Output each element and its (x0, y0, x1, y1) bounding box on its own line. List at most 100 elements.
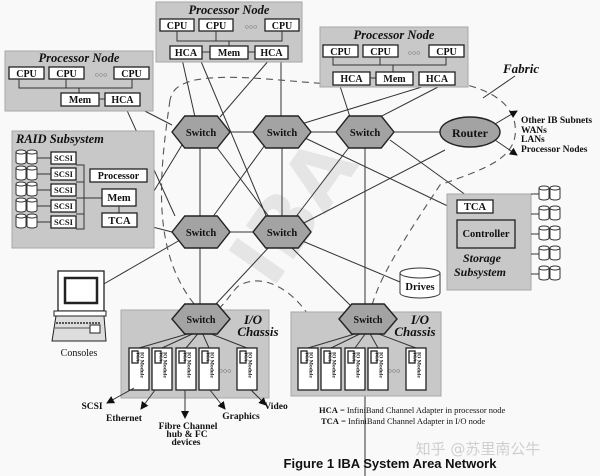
router[interactable]: Router (439, 116, 501, 148)
switch-label: Switch (267, 128, 297, 139)
module-label: IO Module (162, 352, 168, 378)
drives-label: Drives (405, 282, 434, 293)
scsi-box[interactable]: SCSI (50, 167, 77, 181)
io-output-fibre-channel: hub & FC (166, 430, 207, 440)
module-label: IO Module (209, 352, 215, 378)
scsi-box[interactable]: SCSI (50, 183, 77, 197)
legend: HCA = InfiniBand Channel Adapter in proc… (319, 405, 506, 426)
scsi-label: SCSI (54, 153, 74, 163)
watermark: IBA (212, 122, 376, 300)
drives[interactable]: Drives (399, 267, 441, 299)
cpu-ellipsis: ○○○ (408, 49, 421, 57)
io-switch[interactable]: Switch (338, 303, 398, 335)
switch-hexagon (252, 115, 312, 149)
storage-subsystem[interactable]: TCA Controller Storage Subsystem (446, 185, 561, 291)
switch-node[interactable]: Switch (252, 215, 312, 249)
raid-tca-box[interactable] (101, 212, 138, 228)
processor-node-left[interactable]: Processor Node CPU CPU ○○○ CPU Mem HCA (4, 50, 154, 112)
storage-tca-box[interactable] (456, 199, 494, 214)
figure-caption: Figure 1 IBA System Area Network (284, 456, 498, 471)
io-switch[interactable]: Switch (171, 303, 231, 335)
processor-node-title: Processor Node (354, 28, 435, 42)
switch-node[interactable]: Switch (171, 215, 231, 249)
credit-watermark: 知乎 @苏里南公牛 (416, 440, 541, 458)
io-chassis-title: I/O (243, 312, 263, 327)
mem-box[interactable] (375, 71, 414, 86)
module-tca-label: TCA (183, 352, 188, 362)
cpu-box[interactable] (8, 66, 45, 80)
scsi-label: SCSI (54, 217, 74, 227)
storage-title: Subsystem (454, 265, 506, 279)
mem-label: Mem (218, 48, 241, 59)
router-label: Router (452, 126, 489, 140)
scsi-box[interactable]: SCSI (50, 215, 77, 229)
io-output-fibre-channel: devices (171, 438, 200, 448)
consoles-label: Consoles (61, 348, 98, 359)
controller-label: Controller (462, 229, 509, 240)
module-ellipsis: ○○○ (388, 367, 401, 375)
hca-box[interactable] (254, 45, 289, 60)
raid-tca-label: TCA (108, 216, 131, 227)
router-target: LANs (521, 135, 545, 145)
io-chassis-title: Chassis (237, 324, 278, 339)
cpu-label: CPU (330, 47, 351, 58)
processor-node-right[interactable]: Processor Node CPU CPU ○○○ CPU HCA Mem H… (319, 26, 469, 88)
module-label: IO Module (355, 352, 361, 378)
io-module[interactable]: TCA IO Module (297, 329, 369, 391)
io-chassis-title: I/O (410, 312, 430, 327)
module-tca-label: TCA (413, 352, 418, 362)
module-label: IO Module (247, 352, 253, 378)
cpu-label: CPU (167, 21, 188, 32)
hca-label: HCA (111, 95, 134, 106)
module-tca-label: TCA (159, 352, 164, 362)
storage-disk-array (531, 185, 561, 281)
switch-node[interactable]: Switch (171, 115, 231, 149)
io-output-video: Video (264, 402, 288, 412)
raid-processor-box[interactable] (89, 168, 148, 183)
processor-node-title: Processor Node (189, 3, 270, 17)
switch-node[interactable]: Switch (335, 115, 395, 149)
switch-label: Switch (186, 128, 216, 139)
io-output-graphics: Graphics (222, 412, 260, 422)
cpu-box[interactable] (322, 44, 359, 58)
fabric-label: Fabric (502, 61, 539, 76)
scsi-box[interactable]: SCSI (50, 151, 77, 165)
switch-hexagon (335, 115, 395, 149)
router-target: WANs (521, 126, 547, 136)
controller-box[interactable] (456, 219, 516, 249)
cpu-label: CPU (272, 21, 293, 32)
module-tca-label: TCA (305, 352, 310, 362)
cpu-label: CPU (206, 21, 227, 32)
module-tca-label: TCA (375, 352, 380, 362)
switch-label: Switch (354, 315, 383, 326)
scsi-label: SCSI (54, 201, 74, 211)
module-label: IO Module (331, 352, 337, 378)
hca-box[interactable] (104, 92, 141, 107)
storage-title: Storage (463, 251, 502, 265)
hca-box[interactable] (418, 71, 456, 86)
switch-node[interactable]: Switch (252, 115, 312, 149)
processor-node-top[interactable]: Processor Node CPU CPU ○○○ CPU HCA Mem H… (155, 1, 303, 63)
cpu-label: CPU (121, 69, 142, 80)
console-terminal[interactable] (51, 270, 107, 342)
module-ellipsis: ○○○ (219, 367, 232, 375)
scsi-label: SCSI (54, 185, 74, 195)
io-output-ethernet: Ethernet (106, 414, 143, 424)
cpu-label: CPU (56, 69, 77, 80)
scsi-label: SCSI (54, 169, 74, 179)
scsi-box[interactable]: SCSI (50, 199, 77, 213)
legend-tca: TCA = InfiniBand Channel Adapter in I/O … (321, 416, 485, 426)
switch-hexagon (171, 215, 231, 249)
module-tca-label: TCA (206, 352, 211, 362)
cpu-label: CPU (16, 69, 37, 80)
switch-hexagon (171, 303, 231, 335)
switch-label: Switch (186, 228, 216, 239)
module-label: IO Module (139, 352, 145, 378)
storage-tca-label: TCA (464, 202, 487, 213)
